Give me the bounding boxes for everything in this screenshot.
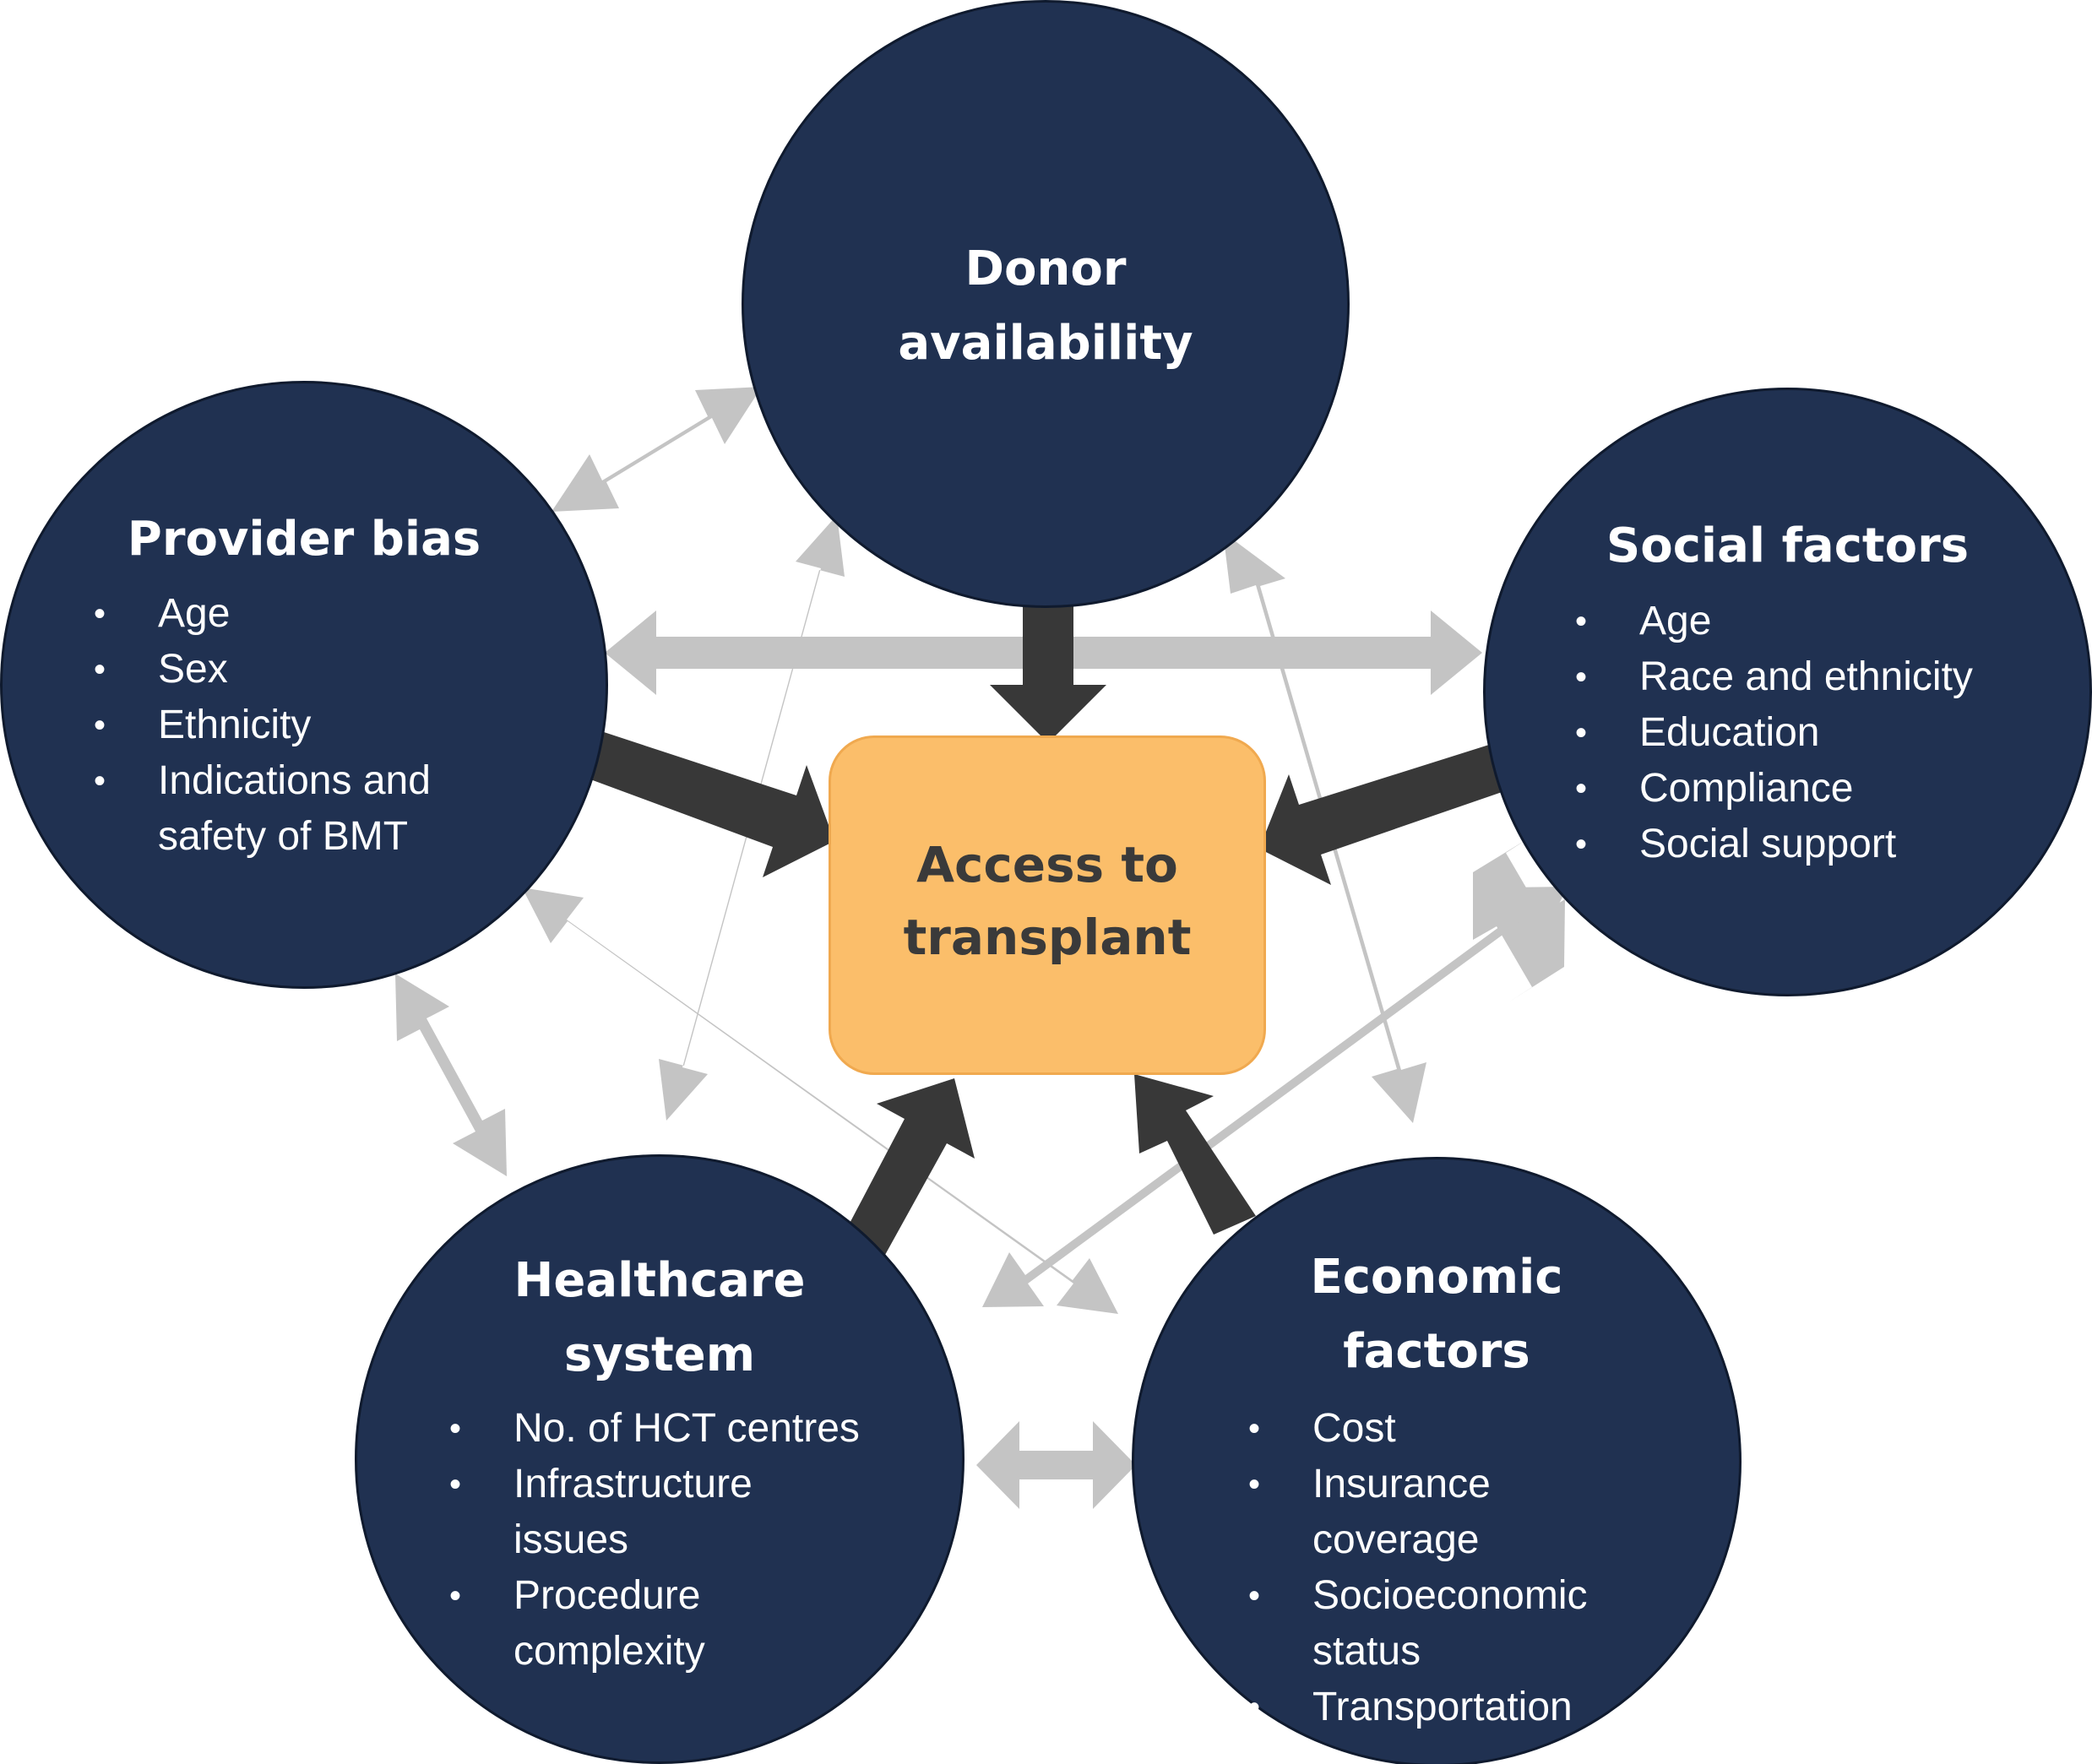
donor-title-line2: availability [898, 316, 1193, 371]
healthcare-system-circle: Healthcare system No. of HCT centres Inf… [355, 1154, 964, 1764]
list-item: Cost [1248, 1401, 1588, 1457]
list-item-continuation: issues [513, 1517, 629, 1562]
double-arrow-provider-donor [552, 387, 762, 512]
center-title-line1: Access to [916, 836, 1178, 893]
double-arrow-social-healthcare [982, 887, 1568, 1307]
provider-bias-title: Provider bias [127, 512, 481, 567]
list-item-continuation: status [1312, 1629, 1421, 1674]
healthcare-system-title: Healthcare system [357, 1244, 962, 1392]
influence-arrow-economic [1134, 1074, 1256, 1235]
healthcare-system-list: No. of HCT centres Infrastructure issues… [449, 1401, 860, 1680]
social-factors-circle: Social factors Age Race and ethnicity Ed… [1483, 388, 2092, 996]
list-item-continuation: safety of BMT [158, 814, 409, 859]
social-factors-list: Age Race and ethnicity Education Complia… [1575, 594, 1973, 872]
economic-title-line2: factors [1343, 1324, 1530, 1379]
list-item: Infrastructure [449, 1457, 860, 1512]
list-item: Age [1575, 594, 1973, 649]
center-title-line2: transplant [903, 909, 1192, 966]
list-item-continuation: complexity [513, 1629, 705, 1674]
list-item: Sex [94, 642, 431, 697]
list-item: Transportation [1248, 1680, 1588, 1735]
access-to-transplant-title: Access to transplant [831, 828, 1263, 974]
list-item: Insurance [1248, 1457, 1588, 1512]
double-arrow-provider-healthcare [395, 974, 507, 1176]
list-item: Education [1575, 705, 1973, 761]
donor-availability-circle: Donor availability [742, 0, 1350, 608]
list-item: Age [94, 586, 431, 642]
provider-bias-list: Age Sex Ethnicity Indications and safety… [94, 586, 431, 865]
list-item-continuation: coverage [1312, 1517, 1480, 1562]
influence-arrow-donor [990, 604, 1106, 743]
social-factors-title: Social factors [1606, 518, 1970, 573]
list-item: Compliance [1575, 761, 1973, 817]
economic-factors-list: Cost Insurance coverage Socioeconomic st… [1248, 1401, 1588, 1735]
list-item: Social support [1575, 817, 1973, 872]
influence-arrow-healthcare [845, 1078, 975, 1255]
economic-factors-title: Economic factors [1134, 1240, 1739, 1389]
donor-availability-title: Donor availability [744, 232, 1347, 381]
economic-factors-circle: Economic factors Cost Insurance coverage… [1132, 1157, 1742, 1764]
list-item: Indications and [94, 753, 431, 809]
double-arrow-provider-economic [522, 887, 1118, 1314]
list-item: Ethnicity [94, 697, 431, 753]
list-item: No. of HCT centres [449, 1401, 860, 1457]
provider-bias-circle: Provider bias Age Sex Ethnicity Indicati… [0, 381, 608, 989]
influence-arrow-provider [584, 730, 834, 877]
double-arrow-healthcare-economic [976, 1421, 1136, 1509]
influence-arrow-social [1259, 745, 1504, 885]
economic-title-line1: Economic [1310, 1250, 1563, 1305]
list-item: Procedure [449, 1568, 860, 1624]
list-item: Race and ethnicity [1575, 649, 1973, 705]
access-to-transplant-box: Access to transplant [829, 735, 1266, 1075]
healthcare-title-line1: Healthcare [513, 1253, 806, 1308]
donor-title-line1: Donor [964, 242, 1127, 296]
healthcare-title-line2: system [563, 1327, 756, 1382]
list-item: Socioeconomic [1248, 1568, 1588, 1624]
